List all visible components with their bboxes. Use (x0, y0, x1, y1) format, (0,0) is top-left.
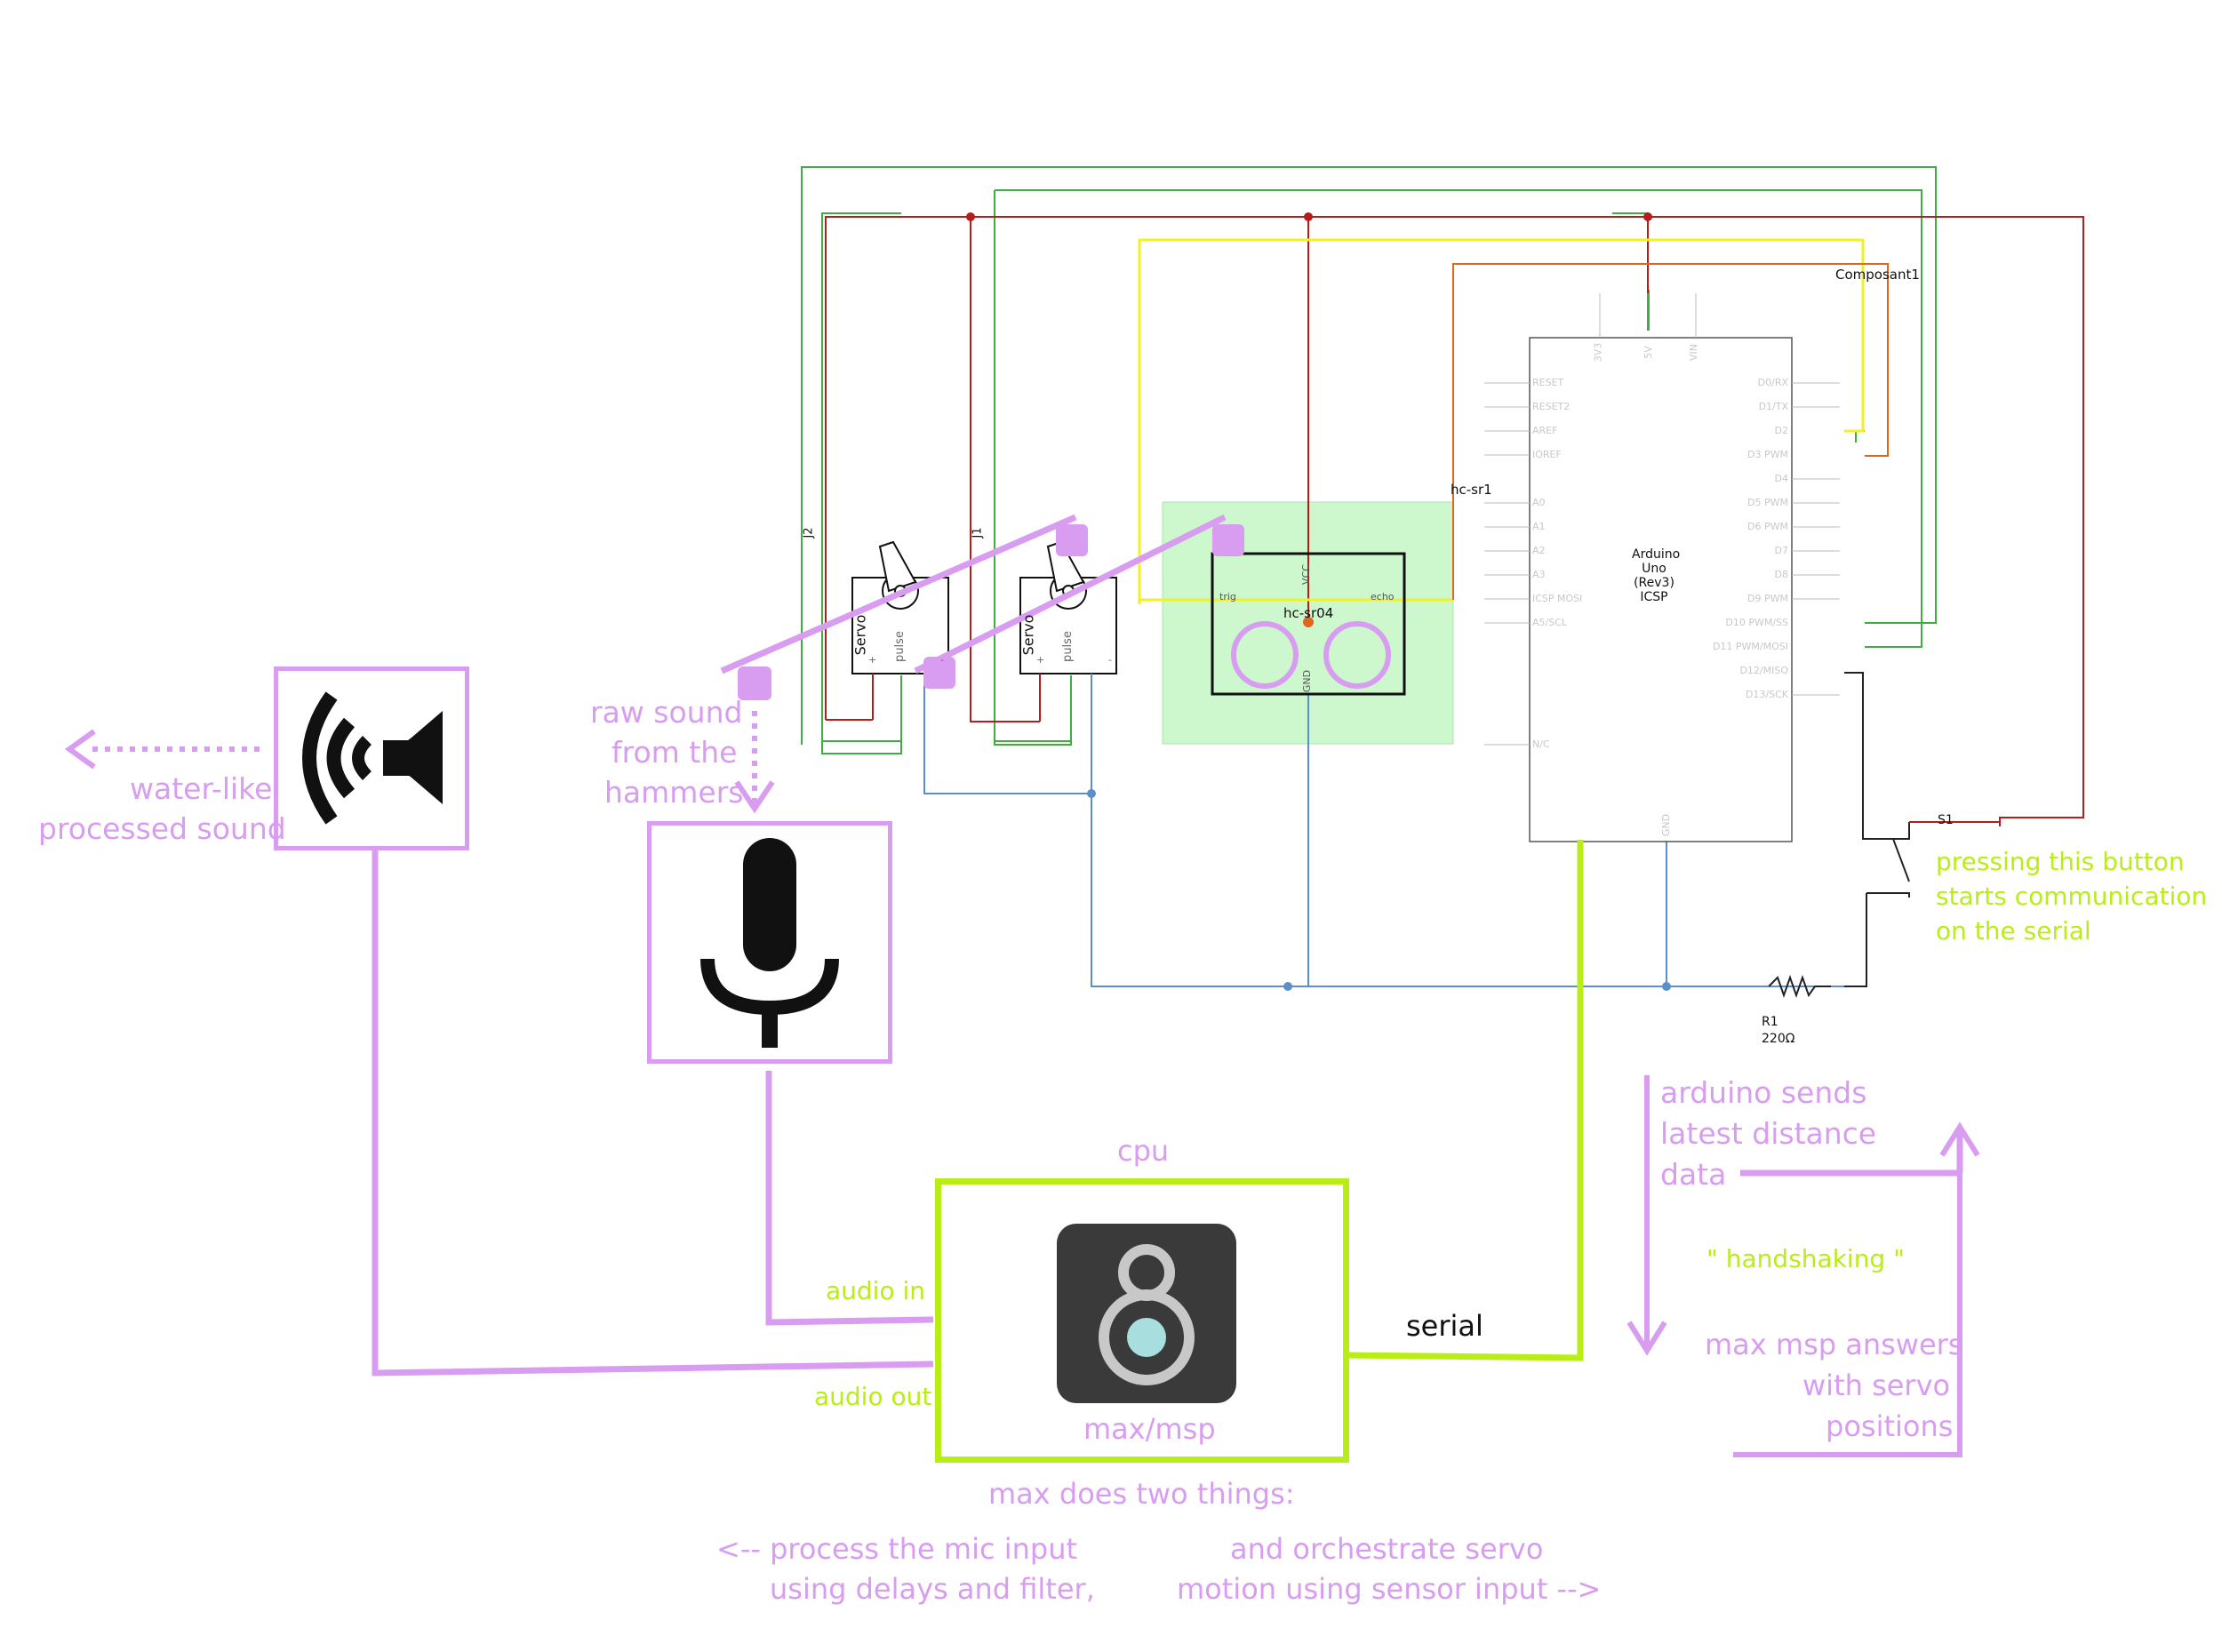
pin-d12: D12/MISO (1739, 665, 1788, 676)
r1-value-label: 220Ω (1762, 1032, 1795, 1046)
processed-sound-label: processed sound (38, 811, 286, 846)
pin-d5: D5 PWM (1747, 497, 1788, 508)
cpu-label: cpu (1117, 1134, 1170, 1168)
pin-d0: D0/RX (1757, 377, 1788, 388)
hc-sr04-sensor (1211, 552, 1406, 696)
max-answers-label-2: with servo (1802, 1369, 1951, 1402)
servo-j1-pulse-label: pulse (1060, 631, 1075, 662)
pin-aref: AREF (1532, 425, 1558, 436)
composant-label: Composant1 (1835, 267, 1920, 283)
servo-j1-plus: + (1036, 654, 1045, 666)
red-wires (825, 212, 2084, 826)
button-s1 (1844, 672, 1910, 987)
water-like-label: water-like (130, 771, 273, 806)
microphone-icon (700, 838, 839, 1048)
pin-a0: A0 (1532, 497, 1546, 508)
arduino-label-4: ICSP (1640, 590, 1668, 604)
arduino-sends-label-3: data (1660, 1157, 1727, 1192)
pin-d1: D1/TX (1758, 401, 1788, 412)
pin-d2: D2 (1774, 425, 1788, 436)
serial-line (1348, 840, 1584, 1361)
blue-wires (923, 693, 1865, 991)
orchestrate-label-2: motion using sensor input --> (1177, 1572, 1602, 1606)
pin-d11: D11 PWM/MOSI (1712, 641, 1788, 652)
handshaking-label: " handshaking " (1706, 1244, 1905, 1273)
serial-label: serial (1406, 1309, 1483, 1343)
j2-label: J2 (802, 527, 816, 539)
resistor-r1 (1768, 974, 1831, 999)
servo-j2-minus: - (940, 654, 944, 666)
echo-pin-label: echo (1371, 591, 1395, 603)
pin-d8: D8 (1774, 569, 1788, 580)
button-note-1: pressing this button (1936, 847, 2185, 876)
hc-sr04-label: hc-sr04 (1283, 605, 1334, 621)
max-msp-logo-icon (1057, 1224, 1236, 1403)
process-label-2: using delays and filter, (770, 1572, 1095, 1606)
audio-in-label: audio in (826, 1276, 926, 1305)
pin-gnd: GND (1660, 813, 1673, 837)
speaker-box (274, 666, 469, 850)
servo-j1-label: Servo (1019, 614, 1037, 656)
speaker-icon (302, 691, 443, 825)
hammers-label: hammers (604, 775, 744, 810)
pin-reset: RESET (1532, 377, 1564, 388)
hc-sr1-label: hc-sr1 (1451, 482, 1492, 498)
max-answers-label-3: positions (1826, 1409, 1954, 1443)
pin-d10: D10 PWM/SS (1725, 617, 1788, 628)
sensor-gnd-label: GND (1301, 669, 1314, 693)
microphone-box (647, 821, 892, 1064)
pin-d7: D7 (1774, 545, 1788, 556)
orange-wire (1452, 263, 1889, 600)
pin-3v3: 3V3 (1592, 342, 1604, 363)
audio-out-label: audio out (814, 1382, 932, 1411)
orchestrate-label-1: and orchestrate servo (1230, 1532, 1544, 1566)
pin-a5-scl: A5/SCL (1532, 617, 1568, 628)
pin-d9: D9 PWM (1747, 593, 1788, 604)
handshake-arrows (1627, 1075, 1980, 1457)
arduino-label-1: Arduino (1632, 547, 1681, 562)
button-note-3: on the serial (1936, 916, 2091, 946)
pin-nc: N/C (1532, 738, 1550, 750)
pin-reset2: RESET2 (1532, 401, 1571, 412)
yellow-wire (1138, 238, 1865, 604)
r1-label: R1 (1762, 1015, 1778, 1029)
trig-pin-label: trig (1219, 591, 1236, 603)
s1-label: S1 (1938, 813, 1954, 827)
arduino-label-2: Uno (1642, 562, 1666, 576)
max-msp-label: max/msp (1083, 1412, 1216, 1446)
pin-d6: D6 PWM (1747, 521, 1788, 532)
pin-a2: A2 (1532, 545, 1546, 556)
arduino-sends-label-1: arduino sends (1660, 1075, 1867, 1110)
arduino-label-3: (Rev3) (1634, 576, 1674, 590)
servo-j2-plus: + (868, 654, 877, 666)
servo-j1-minus: - (1108, 654, 1112, 666)
pin-5v: 5V (1642, 346, 1654, 359)
pin-a1: A1 (1532, 521, 1546, 532)
raw-sound-label: raw sound (590, 695, 743, 730)
servo-j2-pulse-label: pulse (892, 631, 907, 662)
process-label-1: <-- process the mic input (716, 1532, 1078, 1566)
purple-dotted-arrows (64, 711, 775, 814)
max-answers-label-1: max msp answers (1705, 1328, 1963, 1361)
pin-a3: A3 (1532, 569, 1546, 580)
hammers (720, 514, 1244, 700)
pin-d4: D4 (1774, 473, 1788, 484)
pin-icsp-mosi: ICSP MOSI (1532, 593, 1583, 604)
arduino-sends-label-2: latest distance (1660, 1116, 1877, 1151)
arduino-board (1529, 337, 1793, 842)
pin-d3: D3 PWM (1747, 449, 1788, 460)
vcc-pin-label: VCC (1299, 564, 1312, 585)
max-does-label: max does two things: (988, 1477, 1295, 1511)
servo-j2-label: Servo (851, 614, 869, 656)
j1-label: J1 (971, 527, 985, 539)
button-note-2: starts communication (1936, 882, 2208, 911)
from-the-label: from the (611, 735, 738, 770)
cpu-box: max/msp (935, 1178, 1349, 1463)
pin-ioref: IOREF (1532, 449, 1562, 460)
pin-vin: VIN (1688, 344, 1699, 361)
pin-d13: D13/SCK (1745, 689, 1788, 700)
